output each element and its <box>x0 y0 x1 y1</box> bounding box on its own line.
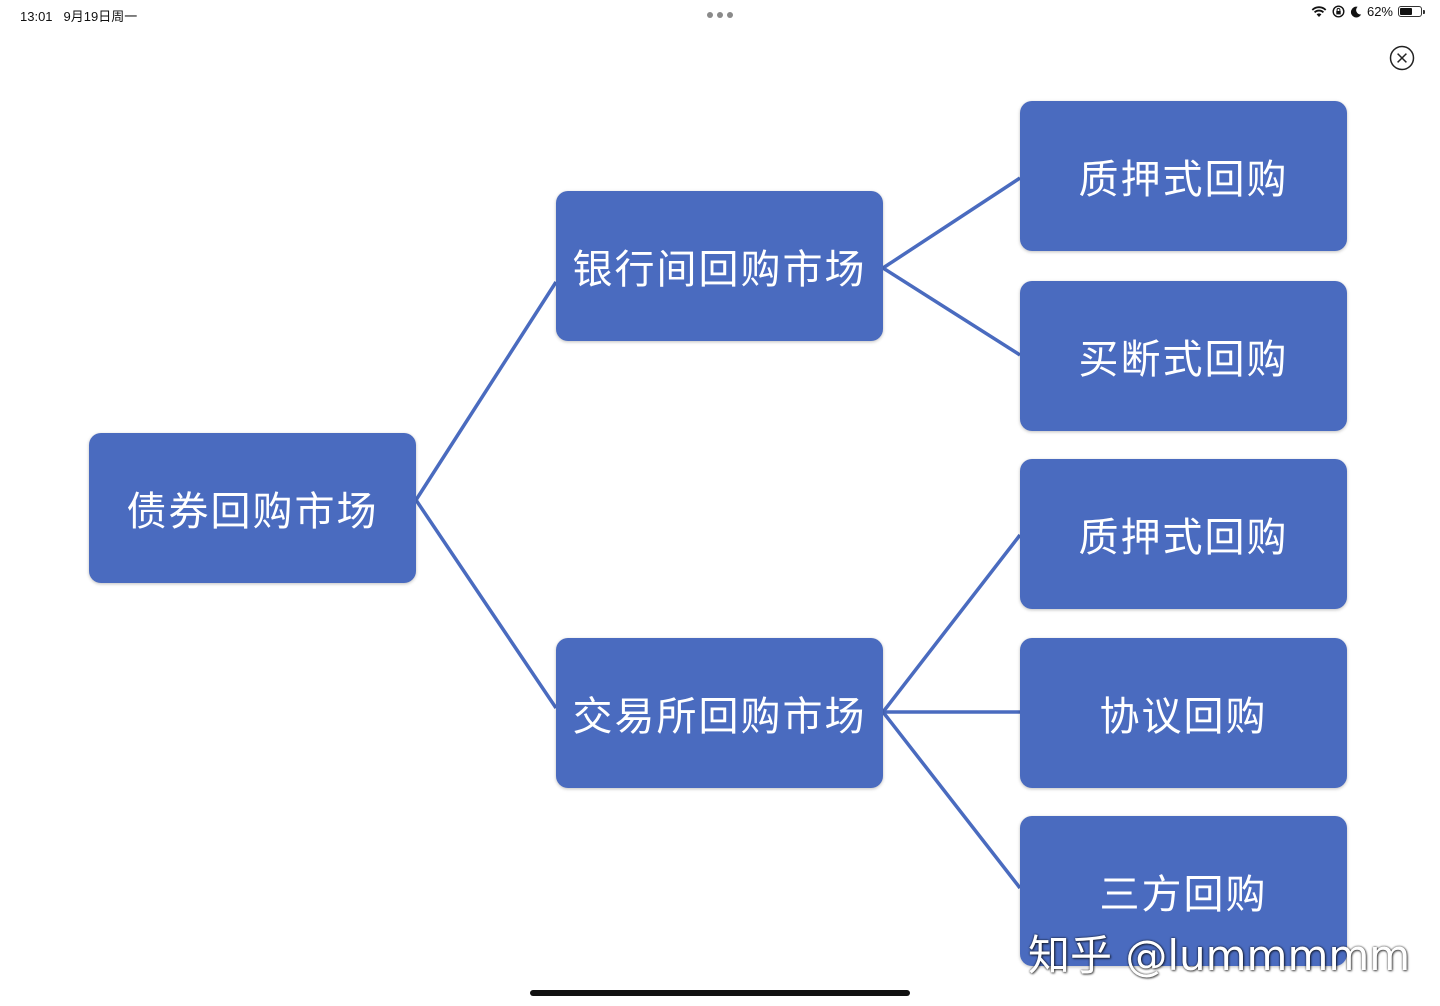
home-indicator[interactable] <box>530 990 910 996</box>
moon-icon <box>1350 6 1362 17</box>
multitasking-dots-icon[interactable] <box>707 12 733 18</box>
status-date: 9月19日周一 <box>63 9 138 24</box>
battery-percent: 62% <box>1366 4 1393 19</box>
connector-exchange-to-tripartite <box>881 710 1022 890</box>
connector-interbank-to-pledged <box>882 176 1021 270</box>
status-time-date: 13:01 9月19日周一 <box>20 6 137 25</box>
node-interbank-pledged-repo: 质押式回购 <box>1020 101 1347 251</box>
wifi-icon <box>1311 5 1327 17</box>
node-exchange-repo-market: 交易所回购市场 <box>556 638 883 788</box>
node-exchange-tripartite-repo: 三方回购 <box>1020 816 1347 966</box>
node-exchange-agreement-repo: 协议回购 <box>1020 638 1347 788</box>
status-indicators: 62% <box>1311 4 1425 19</box>
node-interbank-outright-repo: 买断式回购 <box>1020 281 1347 431</box>
status-bar: 13:01 9月19日周一 62% <box>0 0 1440 30</box>
node-interbank-repo-market: 银行间回购市场 <box>556 191 883 341</box>
close-icon[interactable] <box>1389 45 1415 71</box>
status-time: 13:01 <box>20 9 53 24</box>
connector-interbank-to-outright <box>882 266 1021 357</box>
battery-fill <box>1400 8 1412 15</box>
node-root: 债券回购市场 <box>89 433 416 583</box>
zhihu-watermark: 知乎 @lummmmm <box>1028 931 1411 980</box>
screen-lock-icon <box>1332 5 1345 18</box>
connector-exchange-to-pledged <box>881 533 1022 714</box>
battery-icon <box>1398 6 1425 17</box>
connector-root-to-interbank <box>414 281 558 501</box>
node-exchange-pledged-repo: 质押式回购 <box>1020 459 1347 609</box>
connector-root-to-exchange <box>414 499 558 709</box>
